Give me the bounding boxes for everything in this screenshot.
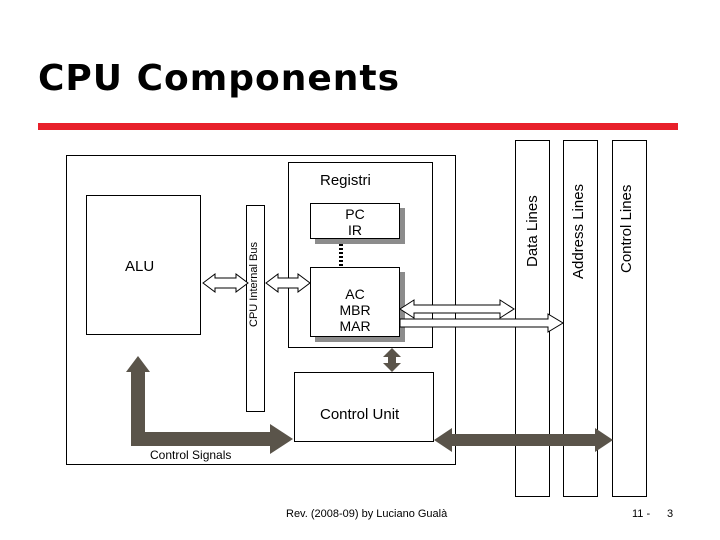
pc-ir-register: PC IR [310, 203, 400, 239]
registri-label: Registri [320, 172, 371, 189]
control-unit-box [294, 372, 434, 442]
mbr-data-lines-arrow [399, 299, 515, 319]
footer-page-number: 3 [667, 508, 674, 520]
pc-label: PC [345, 206, 365, 222]
cpu-internal-bus [246, 205, 265, 412]
alu-label: ALU [125, 258, 155, 275]
slide-title: CPU Components [38, 58, 401, 99]
mbr-label: MBR [339, 302, 371, 318]
ir-label: IR [348, 222, 362, 238]
alu-box [86, 195, 201, 335]
ac-mbr-mar-register: AC MBR MAR [310, 267, 400, 337]
control-unit-label: Control Unit [320, 406, 400, 423]
alu-bus-arrow [202, 273, 249, 293]
control-signals-arrow [126, 356, 293, 454]
mar-address-lines-arrow [399, 313, 564, 333]
bus-registers-arrow [265, 273, 311, 293]
control-lines-bus [612, 140, 647, 497]
control-signals-label: Control Signals [150, 448, 232, 462]
mar-label: MAR [339, 318, 371, 334]
registers-control-unit-arrow [383, 348, 401, 372]
ac-label: AC [345, 286, 365, 302]
footer-page-label: 11 - [632, 508, 651, 520]
control-unit-control-lines-arrow [434, 428, 613, 452]
title-underline [38, 123, 678, 130]
footer-credit: Rev. (2008-09) by Luciano Gualà [286, 508, 448, 520]
